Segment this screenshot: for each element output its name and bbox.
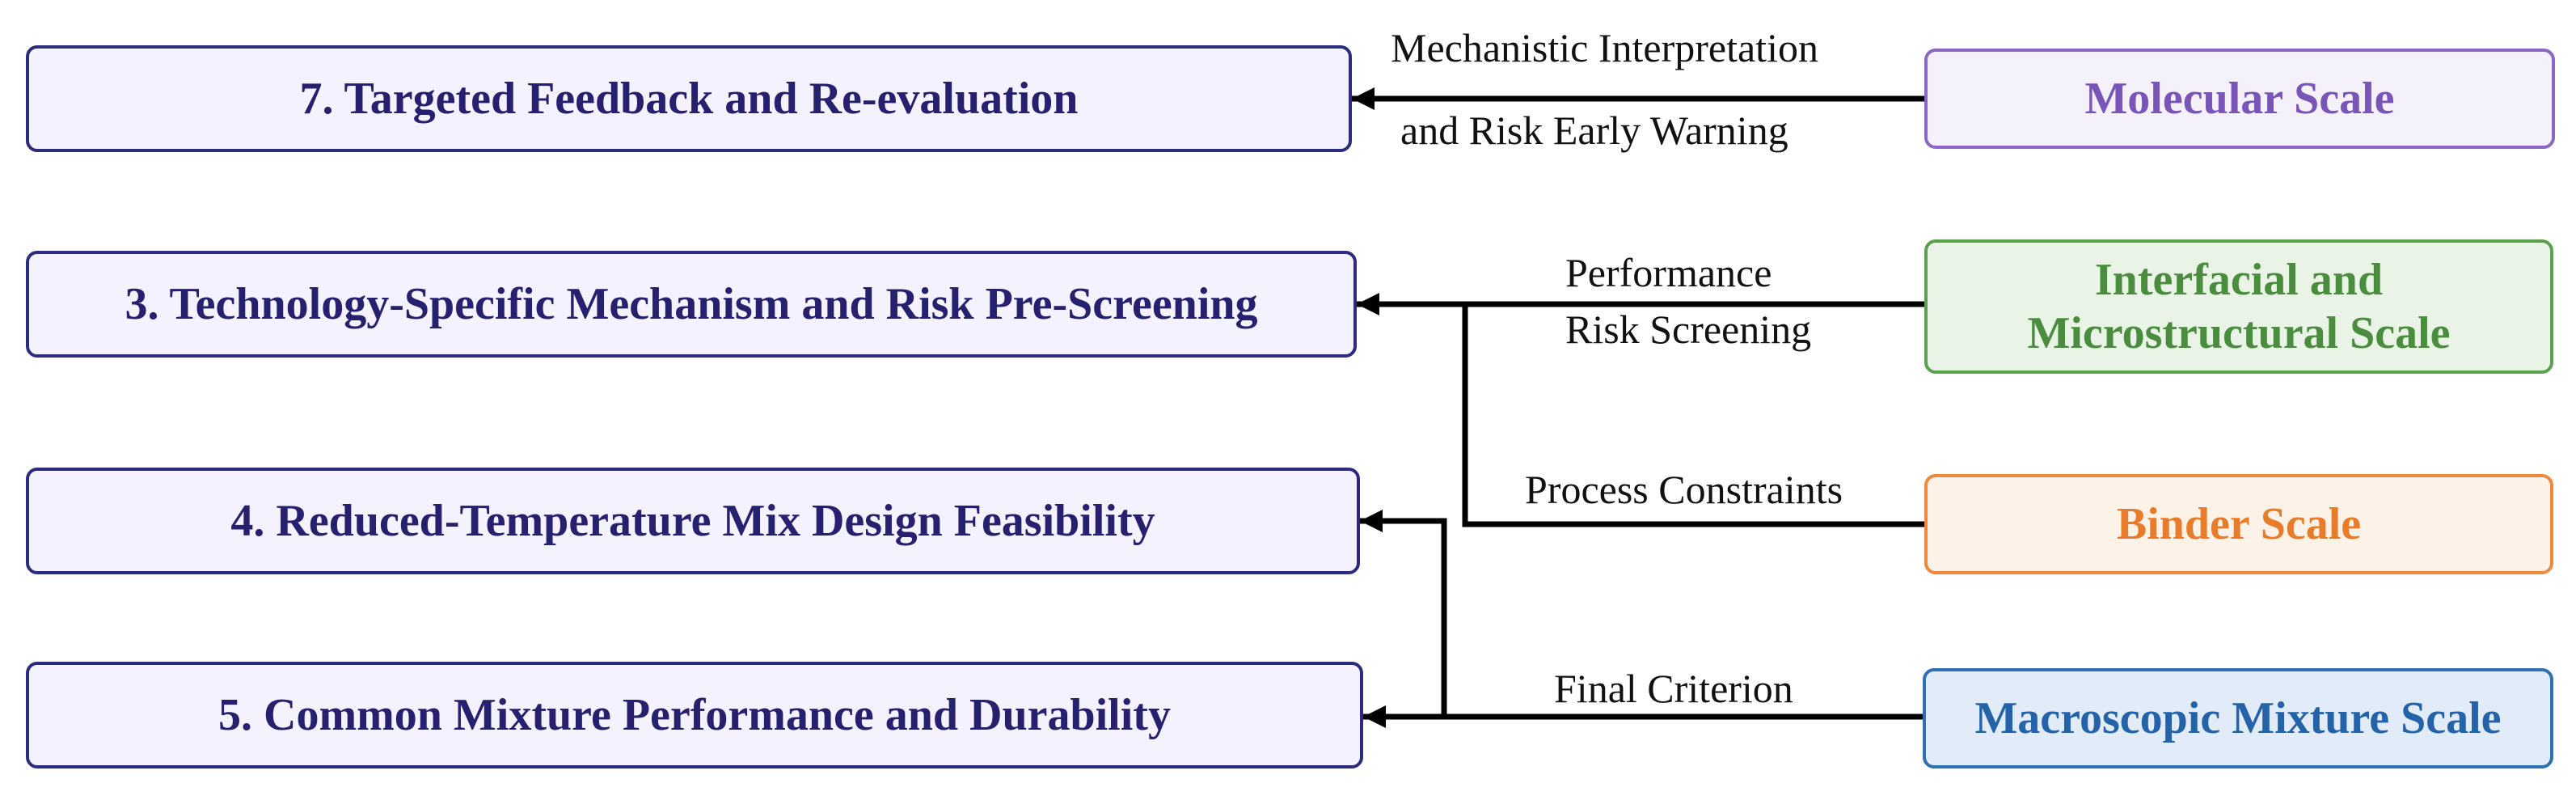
macroscopic-scale-box: Macroscopic Mixture Scale xyxy=(1923,668,2553,768)
stage-7-box: 7. Targeted Feedback and Re-evaluation xyxy=(26,45,1352,152)
stage-3-label: 3. Technology-Specific Mechanism and Ris… xyxy=(125,278,1258,329)
binder-scale-box: Binder Scale xyxy=(1924,474,2553,574)
process-constraints-label: Process Constraints xyxy=(1525,467,1843,512)
molecular-scale-label: Molecular Scale xyxy=(2084,73,2395,124)
final-criterion-label: Final Criterion xyxy=(1554,666,1793,711)
interfacial-scale-box: Interfacial and Microstructural Scale xyxy=(1924,239,2553,374)
arrowhead-stage5 xyxy=(1363,705,1386,728)
stage-4-box: 4. Reduced-Temperature Mix Design Feasib… xyxy=(26,468,1360,574)
mechanistic-label-line1: Mechanistic Interpretation xyxy=(1391,25,1818,70)
arrowhead-stage7 xyxy=(1352,87,1375,110)
molecular-scale-box: Molecular Scale xyxy=(1924,49,2555,149)
arrowhead-stage3 xyxy=(1357,293,1379,315)
stage-7-label: 7. Targeted Feedback and Re-evaluation xyxy=(299,73,1079,124)
line-macro-to-stage4 xyxy=(1360,518,1447,717)
interfacial-scale-label-line2: Microstructural Scale xyxy=(2027,308,2451,358)
macroscopic-scale-label: Macroscopic Mixture Scale xyxy=(1974,692,2502,743)
line-binder-to-stage3 xyxy=(1462,304,1924,527)
performance-label-line2: Risk Screening xyxy=(1565,307,1812,352)
performance-label-line1: Performance xyxy=(1565,250,1772,295)
stage-5-box: 5. Common Mixture Performance and Durabi… xyxy=(26,662,1363,768)
arrowhead-stage4 xyxy=(1360,510,1383,532)
stage-5-label: 5. Common Mixture Performance and Durabi… xyxy=(218,689,1171,740)
interfacial-scale-label-line1: Interfacial and xyxy=(2094,254,2384,305)
stage-4-label: 4. Reduced-Temperature Mix Design Feasib… xyxy=(230,495,1155,546)
stage-3-box: 3. Technology-Specific Mechanism and Ris… xyxy=(26,251,1357,358)
mechanistic-label-line2: and Risk Early Warning xyxy=(1400,108,1788,153)
binder-scale-label: Binder Scale xyxy=(2116,498,2362,549)
